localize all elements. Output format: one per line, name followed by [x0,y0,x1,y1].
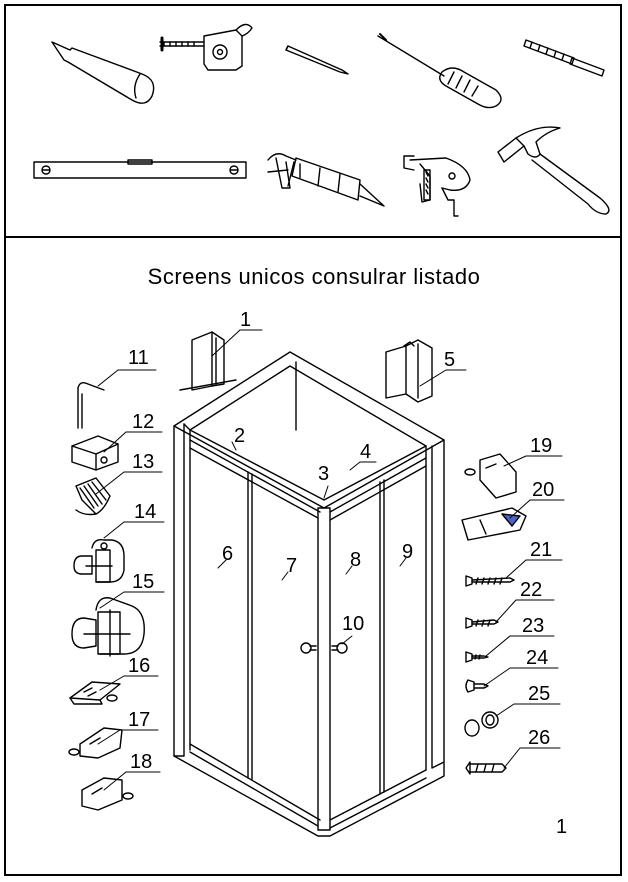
brush-strip-part [75,477,111,516]
callout-1: 1 [240,309,251,331]
silicone-tube-icon [51,41,155,104]
callout-15: 15 [132,571,154,593]
callout-8: 8 [350,549,361,571]
drill-bit-icon [523,39,605,77]
callout-26: 26 [528,727,550,749]
callout-13: 13 [132,451,154,473]
roller-part [73,538,125,583]
sheet-frame [4,4,622,876]
pencil-icon [285,45,349,75]
wall-profile-right-part [385,339,433,403]
screwdriver-icon [377,33,502,109]
cap-part [464,711,499,737]
callout-3: 3 [318,463,329,485]
page-title: Screens unicos consulrar listado [147,264,481,289]
callout-19: 19 [530,435,552,457]
page-number: 1 [556,816,568,838]
callout-16: 16 [128,655,150,677]
bracket-19-part [464,453,517,499]
block-bracket-part [71,435,119,471]
callout-9: 9 [402,541,413,563]
spirit-level-icon [33,159,247,179]
screw-21-part [465,575,515,587]
callout-7: 7 [286,555,297,577]
callout-24: 24 [526,647,548,669]
bracket-17-part [68,727,123,759]
large-roller-part [71,597,145,657]
clip-16-part [69,681,121,705]
tape-measure-icon [159,23,253,71]
callout-labels: 1 2 3 4 5 6 7 8 9 10 11 12 13 14 15 16 1… [128,309,554,773]
leader-lines [95,329,565,791]
callout-21: 21 [530,539,552,561]
callout-23: 23 [522,615,544,637]
bracket-18-part [81,777,134,811]
wall-profile-part [179,331,237,391]
callout-2: 2 [234,425,245,447]
callout-11: 11 [128,347,149,369]
screw-23-part [465,651,489,663]
caulking-gun-icon [267,153,385,207]
callout-10: 10 [342,613,364,635]
callout-20: 20 [532,479,554,501]
allen-key-part [77,381,105,429]
callout-14: 14 [134,501,156,523]
callout-5: 5 [444,349,455,371]
hammer-icon [497,126,610,215]
screw-24-part [465,679,489,693]
callout-17: 17 [128,709,150,731]
section-divider [4,236,622,238]
wall-plug-part [465,761,507,775]
screw-22-part [465,617,499,629]
callout-12: 12 [132,411,154,433]
callout-4: 4 [360,441,371,463]
shower-enclosure [173,351,445,837]
callout-22: 22 [520,579,542,601]
callout-25: 25 [528,683,550,705]
callout-6: 6 [222,543,233,565]
callout-18: 18 [130,751,152,773]
seal-clip-part [461,507,527,541]
power-drill-icon [403,155,471,217]
